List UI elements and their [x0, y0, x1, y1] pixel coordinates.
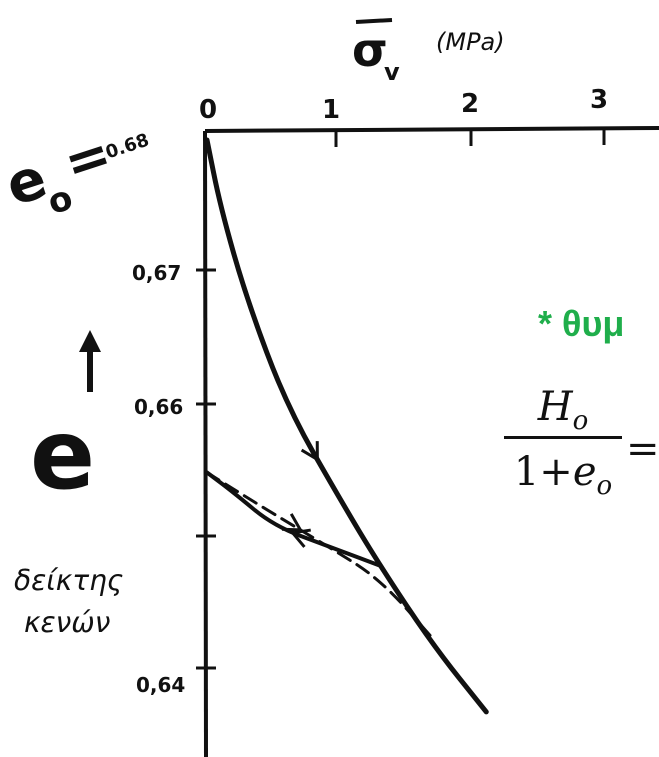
sigma-symbol: σ [352, 23, 388, 77]
formula-fraction: Ho 1+eo [498, 382, 628, 501]
x-tick-label: 2 [461, 89, 479, 119]
y-tick-label: 0,64 [136, 673, 185, 697]
e0-label: e o = 0.68 [0, 122, 152, 224]
sigma-subscript: v [384, 58, 400, 86]
formula-numerator-var: H [537, 384, 573, 430]
green-note: * θυμ [538, 303, 625, 344]
x-tick-label: 3 [590, 85, 608, 115]
y-tick-label: 0,66 [134, 395, 183, 419]
formula-den-prefix: 1+ [513, 449, 573, 495]
loading-direction-arrow [300, 441, 319, 463]
e0-symbol: e [0, 146, 54, 220]
e0-value: 0.68 [103, 130, 152, 164]
unloading-curve [205, 470, 382, 568]
formula-denominator: 1+eo [498, 447, 628, 501]
loading-curve [204, 137, 489, 715]
formula-fraction-bar [504, 436, 622, 439]
formula-equals: = [626, 426, 659, 472]
reloading-curve [205, 471, 435, 641]
up-arrow-icon [79, 330, 101, 352]
x-tick-label: 1 [322, 95, 340, 125]
formula-den-sub: o [596, 471, 613, 501]
e-axis-symbol: e [30, 399, 95, 511]
y-tick-label: 0,67 [132, 261, 181, 285]
x-tick-label: 0 [199, 95, 217, 125]
curves [204, 137, 489, 715]
e-axis-label-line2: κενών [24, 606, 110, 639]
e-axis-label-line1: δείκτης [14, 564, 123, 597]
y-axis [203, 130, 208, 757]
x-axis [204, 126, 659, 133]
formula-numerator: Ho [498, 382, 628, 436]
formula-den-var: e [572, 449, 597, 495]
unit-label: (MPa) [436, 28, 505, 56]
reloading-direction-arrow [281, 513, 303, 532]
sigma-overbar [355, 18, 393, 24]
formula-numerator-sub: o [572, 406, 589, 436]
